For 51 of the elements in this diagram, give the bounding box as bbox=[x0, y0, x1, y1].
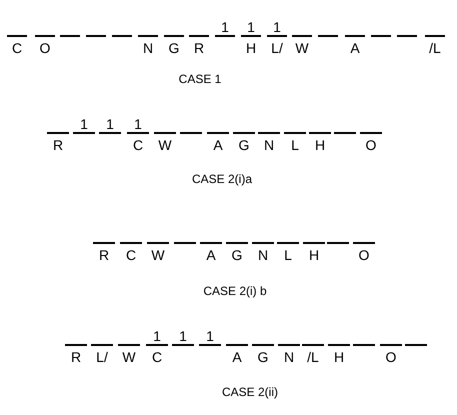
seat-letter: W bbox=[295, 40, 309, 56]
seat-letter: R bbox=[98, 247, 110, 263]
seat-letter: N bbox=[284, 349, 294, 365]
seat-letter: H bbox=[334, 349, 344, 365]
seat-letter: G bbox=[238, 137, 250, 153]
seat-letter: A bbox=[350, 40, 360, 56]
seat-letter: /L bbox=[429, 40, 441, 56]
seat-letter: L bbox=[291, 137, 299, 153]
seat-letter: C bbox=[126, 247, 136, 263]
case-caption: CASE 2(ii) bbox=[222, 385, 278, 399]
seat-letter: O bbox=[386, 349, 396, 365]
seat-letter: G bbox=[258, 349, 268, 365]
seat-letter: H bbox=[314, 137, 326, 153]
count-mark: 1 bbox=[134, 116, 142, 132]
seat-letter: L bbox=[284, 247, 292, 263]
seat-letter: C bbox=[12, 40, 22, 56]
seat-letter: /L bbox=[307, 349, 319, 365]
seat-letter: R bbox=[70, 349, 82, 365]
count-mark: 1 bbox=[273, 19, 281, 35]
seat-letter: A bbox=[213, 137, 223, 153]
seat-letter: A bbox=[206, 247, 216, 263]
seat-letter: O bbox=[366, 137, 376, 153]
count-mark: 1 bbox=[247, 19, 255, 35]
seat-letter: C bbox=[132, 137, 144, 153]
seat-letter: L/ bbox=[96, 349, 108, 365]
seat-letter: N bbox=[142, 40, 154, 56]
seat-letter: R bbox=[52, 137, 64, 153]
seat-letter: N bbox=[258, 247, 268, 263]
count-mark: 1 bbox=[80, 116, 88, 132]
seat-letter: O bbox=[40, 40, 50, 56]
seat-letter: R bbox=[194, 40, 204, 56]
seat-letter: G bbox=[168, 40, 180, 56]
seat-letter: H bbox=[308, 247, 320, 263]
count-mark: 1 bbox=[106, 116, 114, 132]
seat-letter: A bbox=[232, 349, 242, 365]
seat-letter: C bbox=[152, 349, 162, 365]
seat-letter: W bbox=[122, 349, 136, 365]
count-mark: 1 bbox=[179, 328, 187, 344]
seat-letter: L/ bbox=[271, 40, 283, 56]
case-caption: CASE 1 bbox=[178, 72, 222, 86]
seat-letter: G bbox=[232, 247, 242, 263]
seat-letter: W bbox=[158, 137, 172, 153]
case-caption: CASE 2(i)a bbox=[192, 172, 252, 186]
seat-letter: W bbox=[151, 247, 165, 263]
seat-letter: O bbox=[358, 247, 370, 263]
count-mark: 1 bbox=[206, 328, 214, 344]
count-mark: 1 bbox=[153, 328, 161, 344]
seat-letter: N bbox=[264, 137, 274, 153]
case-caption: CASE 2(i) b bbox=[203, 284, 267, 298]
count-mark: 1 bbox=[221, 19, 229, 35]
seat-letter: H bbox=[246, 40, 256, 56]
